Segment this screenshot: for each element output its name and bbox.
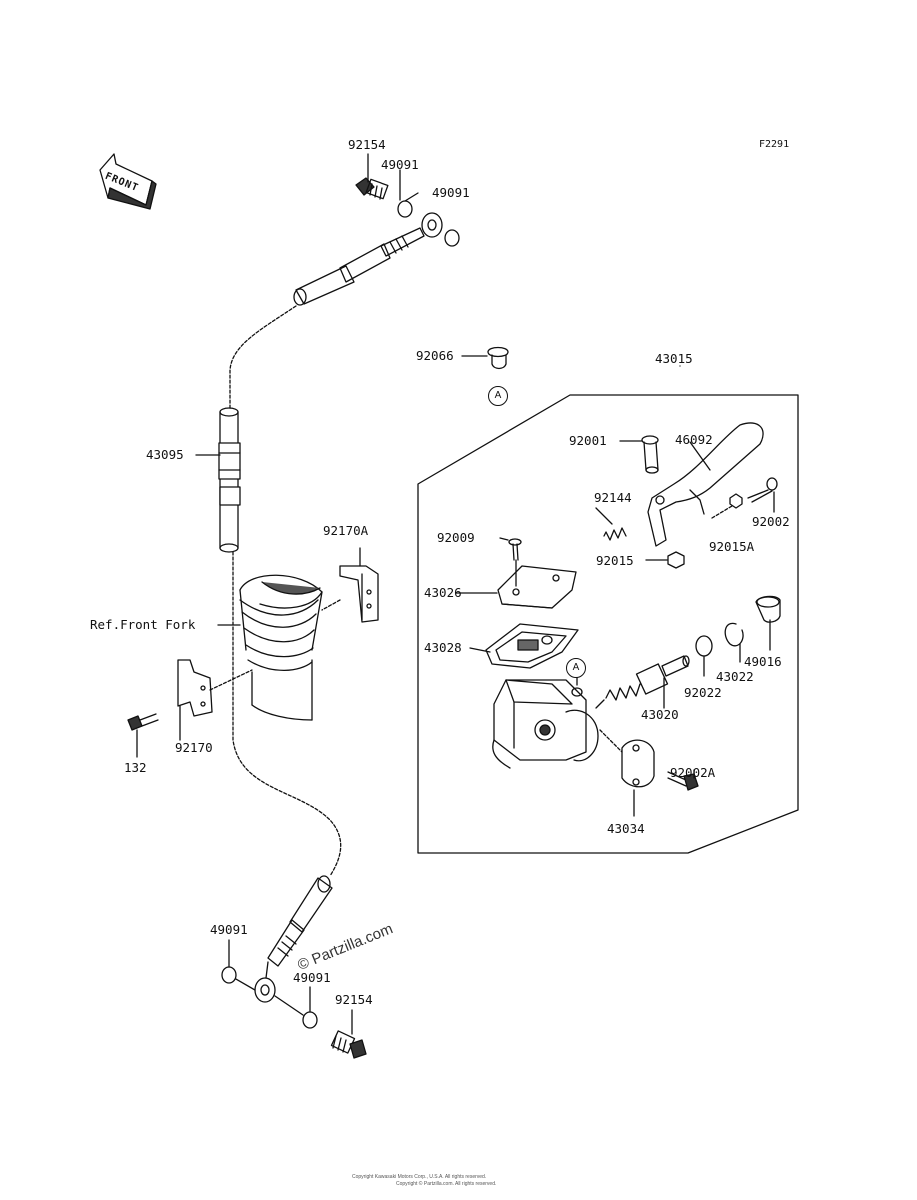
diaphragm-43028-icon: [485, 623, 579, 669]
hose-fitting-top: [293, 212, 443, 306]
bolt-92002A-icon: [667, 769, 699, 791]
part-label-46092: 46092: [675, 432, 713, 447]
clamp-92170A-icon: [321, 547, 379, 623]
holder-43034-icon: [599, 729, 655, 817]
hose-sleeve: [218, 407, 241, 553]
part-label-43026: 43026: [424, 585, 462, 600]
bolt-92002-icon: [711, 477, 778, 519]
footer-line-2: Copyright © Partzilla.com. All rights re…: [396, 1181, 497, 1187]
front-fork-icon: [239, 574, 323, 721]
part-label-92154-bottom: 92154: [335, 992, 373, 1007]
washer-49091-top-a: [397, 200, 413, 218]
cap-92066-icon: [461, 346, 509, 370]
part-label-49091-d: 49091: [293, 970, 331, 985]
pivot-bolt-92001-icon: [619, 435, 659, 474]
part-label-92002A: 92002A: [670, 765, 716, 780]
part-label-92015A: 92015A: [709, 539, 755, 554]
part-label-43095: 43095: [146, 447, 184, 462]
footer-line-1: Copyright Kawasaki Motors Corp., U.S.A. …: [352, 1174, 487, 1180]
washer-49091-bottom-a: [221, 966, 237, 984]
callout-a-body: A: [566, 658, 586, 678]
banjo-bolt-top-icon: [355, 177, 389, 200]
master-cylinder-box: [417, 394, 799, 854]
master-cylinder-body-icon: [492, 675, 599, 769]
part-label-49091-b: 49091: [432, 185, 470, 200]
reservoir-cap-43026-icon: [497, 559, 577, 609]
banjo-bolt-bottom-icon: [330, 1009, 367, 1059]
screw-92009-icon: [499, 537, 522, 561]
washer-92022-icon: [695, 635, 713, 657]
part-label-92170: 92170: [175, 740, 213, 755]
part-label-43034: 43034: [607, 821, 645, 836]
part-label-49091-c: 49091: [210, 922, 248, 937]
part-label-92154-top: 92154: [348, 137, 386, 152]
ref-front-fork-note: Ref.Front Fork: [90, 617, 196, 632]
brake-hose-lower: [232, 551, 342, 877]
brake-hose: [229, 305, 297, 411]
washer-49091-top-b: [444, 229, 460, 247]
part-label-43020: 43020: [641, 707, 679, 722]
part-label-132: 132: [124, 760, 147, 775]
part-label-49091-a: 49091: [381, 157, 419, 172]
part-label-92009: 92009: [437, 530, 475, 545]
piston-assembly-43020-icon: [595, 655, 690, 709]
nut-92015-icon: [667, 551, 685, 569]
part-label-92022: 92022: [684, 685, 722, 700]
spring-92144-icon: [603, 527, 627, 541]
part-label-92015: 92015: [596, 553, 634, 568]
part-label-43022: 43022: [716, 669, 754, 684]
part-label-92002: 92002: [752, 514, 790, 529]
front-arrow-icon: [99, 153, 157, 210]
part-label-92066: 92066: [416, 348, 454, 363]
boot-49016-icon: [755, 595, 781, 623]
part-label-92001: 92001: [569, 433, 607, 448]
part-label-43028: 43028: [424, 640, 462, 655]
clamp-92170-icon: [177, 659, 253, 741]
circlip-43022-icon: [724, 622, 744, 647]
figure-code: F2291: [759, 139, 790, 150]
part-label-92144: 92144: [594, 490, 632, 505]
bolt-132-icon: [127, 713, 159, 758]
part-label-43015: 43015: [655, 351, 693, 366]
part-label-49016: 49016: [744, 654, 782, 669]
hose-fitting-bottom: [254, 875, 333, 1003]
callout-a-top: A: [488, 386, 508, 406]
washer-49091-bottom-b: [302, 1011, 318, 1029]
part-label-92170A: 92170A: [323, 523, 369, 538]
brake-lever-icon: [647, 422, 764, 547]
